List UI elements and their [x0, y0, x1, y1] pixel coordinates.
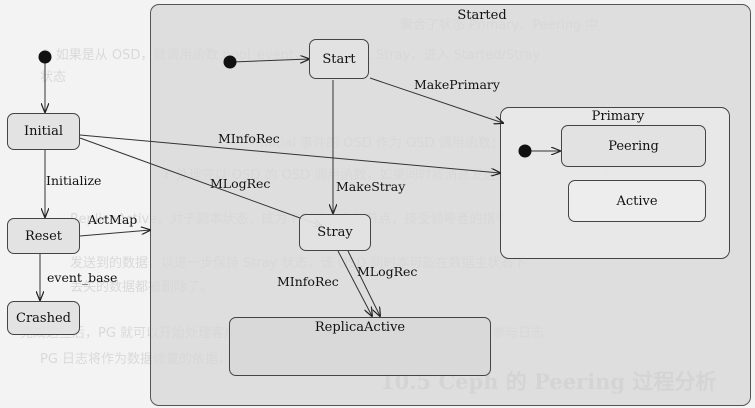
- state-start[interactable]: Start: [309, 39, 369, 79]
- start-pseudostate-icon: [223, 55, 237, 69]
- transition-label-mlogrec-stray: MLogRec: [357, 264, 418, 279]
- transition-label-mlogrec-initial: MLogRec: [210, 176, 271, 191]
- state-initial[interactable]: Initial: [7, 113, 80, 150]
- transition-label-make-stray: MakeStray: [336, 179, 406, 194]
- state-replica-active[interactable]: ReplicaActive: [229, 317, 491, 376]
- state-crashed[interactable]: Crashed: [7, 301, 80, 335]
- transition-label-initialize: Initialize: [46, 173, 102, 188]
- started-title: Started: [457, 8, 507, 23]
- state-stray[interactable]: Stray: [299, 214, 371, 251]
- primary-title: Primary: [591, 109, 645, 124]
- transition-label-actmap: ActMap: [88, 212, 138, 227]
- primary-pseudostate-icon: [518, 144, 532, 158]
- transition-label-make-primary: MakePrimary: [414, 77, 500, 92]
- transition-label-minforec-initial: MInfoRec: [218, 131, 280, 146]
- transition-label-minforec-stray: MInfoRec: [277, 274, 339, 289]
- state-active[interactable]: Active: [568, 180, 706, 222]
- initial-pseudostate-icon: [38, 50, 52, 64]
- transition-label-event-base: event_base: [47, 270, 118, 285]
- state-peering[interactable]: Peering: [561, 125, 706, 167]
- state-reset[interactable]: Reset: [7, 218, 80, 254]
